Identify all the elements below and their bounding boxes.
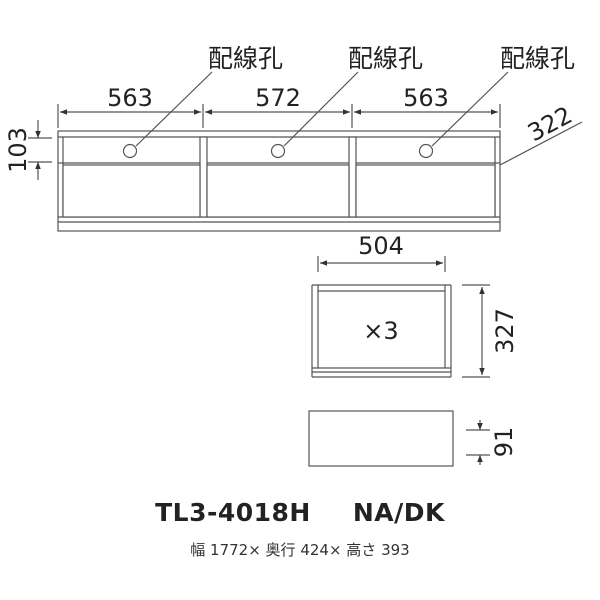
- drawer-depth-dimension: [462, 284, 490, 378]
- dim-drawer-depth: 327: [491, 308, 519, 354]
- leader-line-left: [135, 71, 213, 147]
- width-dimension-lines: [57, 104, 501, 128]
- dim-drawer-height: 91: [490, 427, 518, 458]
- depth-leader-line: [499, 121, 583, 166]
- dim-depth: 322: [523, 101, 577, 147]
- dim-drawer-width: 504: [358, 232, 404, 260]
- front-height-dimension: [28, 120, 52, 180]
- dim-width-center: 572: [255, 84, 301, 112]
- size-spec: 幅 1772× 奥行 424× 高さ 393: [190, 541, 410, 559]
- dim-width-left: 563: [107, 84, 153, 112]
- wiring-hole-left: [122, 143, 138, 159]
- hole-label-left: 配線孔: [208, 44, 283, 73]
- model-line: TL3-4018H NA/DK: [0, 498, 600, 527]
- hole-label-right: 配線孔: [500, 44, 575, 73]
- model-color: NA/DK: [352, 498, 445, 527]
- wiring-hole-center: [270, 143, 286, 159]
- drawer-width-dimension: [317, 256, 446, 272]
- dim-front-height: 103: [4, 127, 32, 173]
- leader-line-center: [283, 71, 359, 147]
- drawer-count-label: ×3: [363, 317, 398, 345]
- hole-label-center: 配線孔: [348, 44, 423, 73]
- drawer-side-view: [308, 410, 454, 467]
- drawer-height-dimension: [466, 420, 490, 465]
- leader-line-right: [431, 71, 509, 147]
- drawer-top-view: [311, 284, 452, 378]
- model-code: TL3-4018H: [155, 498, 311, 527]
- dim-width-right: 563: [403, 84, 449, 112]
- wiring-hole-right: [418, 143, 434, 159]
